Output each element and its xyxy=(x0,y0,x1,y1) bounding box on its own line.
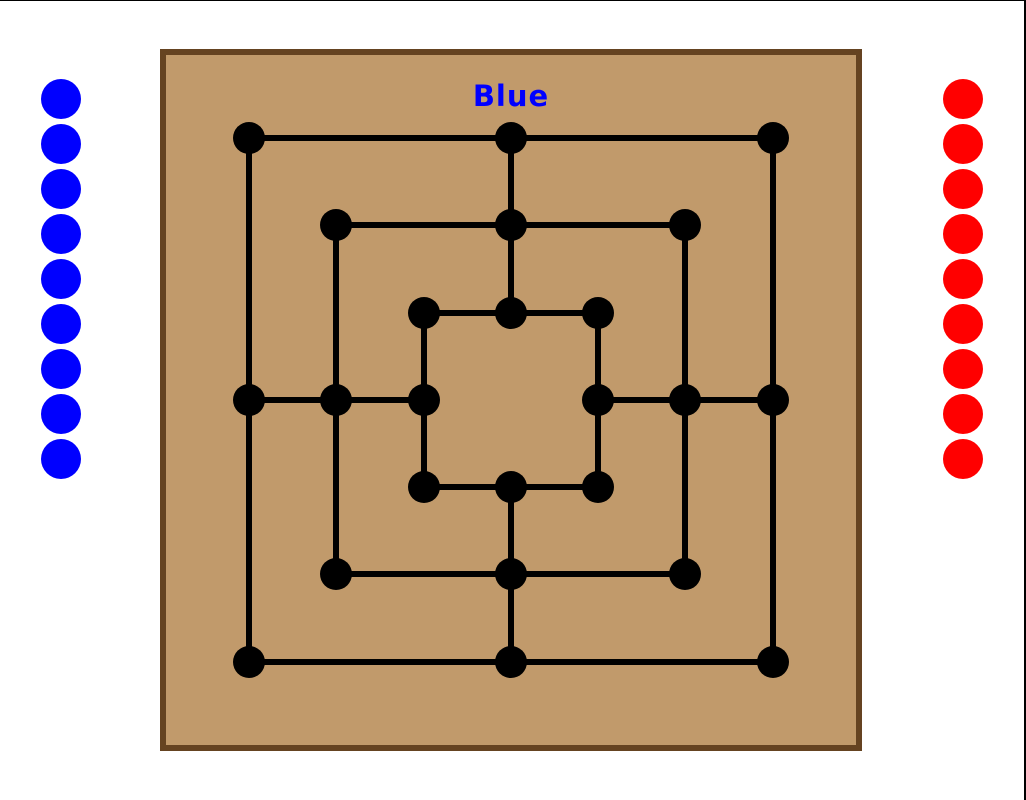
blue-piece[interactable] xyxy=(41,394,81,434)
board-point[interactable] xyxy=(495,297,527,329)
red-piece[interactable] xyxy=(943,349,983,389)
red-piece[interactable] xyxy=(943,304,983,344)
frame-border-right xyxy=(1024,0,1026,800)
board-point[interactable] xyxy=(582,384,614,416)
board-point[interactable] xyxy=(233,646,265,678)
blue-piece[interactable] xyxy=(41,259,81,299)
board-point[interactable] xyxy=(757,384,789,416)
board-point[interactable] xyxy=(233,122,265,154)
blue-piece[interactable] xyxy=(41,214,81,254)
board-point[interactable] xyxy=(582,471,614,503)
red-piece[interactable] xyxy=(943,79,983,119)
board-point[interactable] xyxy=(582,297,614,329)
red-piece[interactable] xyxy=(943,394,983,434)
blue-piece[interactable] xyxy=(41,304,81,344)
turn-indicator: Blue xyxy=(472,79,550,113)
blue-piece[interactable] xyxy=(41,169,81,209)
blue-piece-pool[interactable] xyxy=(39,79,83,484)
blue-piece[interactable] xyxy=(41,79,81,119)
frame-border-top xyxy=(0,0,1026,1)
board-point[interactable] xyxy=(669,558,701,590)
board-graphic[interactable] xyxy=(160,49,862,751)
board-point[interactable] xyxy=(495,122,527,154)
board-point[interactable] xyxy=(495,209,527,241)
board-point[interactable] xyxy=(408,297,440,329)
board-point[interactable] xyxy=(669,209,701,241)
red-piece-pool[interactable] xyxy=(941,79,985,484)
board-point[interactable] xyxy=(320,558,352,590)
board-point[interactable] xyxy=(233,384,265,416)
red-piece[interactable] xyxy=(943,169,983,209)
game-board[interactable]: Blue xyxy=(160,49,862,751)
board-point[interactable] xyxy=(320,384,352,416)
red-piece[interactable] xyxy=(943,214,983,254)
board-point[interactable] xyxy=(495,646,527,678)
blue-piece[interactable] xyxy=(41,349,81,389)
board-point[interactable] xyxy=(757,646,789,678)
blue-piece[interactable] xyxy=(41,439,81,479)
red-piece[interactable] xyxy=(943,439,983,479)
red-piece[interactable] xyxy=(943,259,983,299)
board-point[interactable] xyxy=(495,558,527,590)
blue-piece[interactable] xyxy=(41,124,81,164)
red-piece[interactable] xyxy=(943,124,983,164)
board-point[interactable] xyxy=(669,384,701,416)
board-point[interactable] xyxy=(408,471,440,503)
board-point[interactable] xyxy=(320,209,352,241)
board-point[interactable] xyxy=(408,384,440,416)
board-point[interactable] xyxy=(495,471,527,503)
board-point[interactable] xyxy=(757,122,789,154)
